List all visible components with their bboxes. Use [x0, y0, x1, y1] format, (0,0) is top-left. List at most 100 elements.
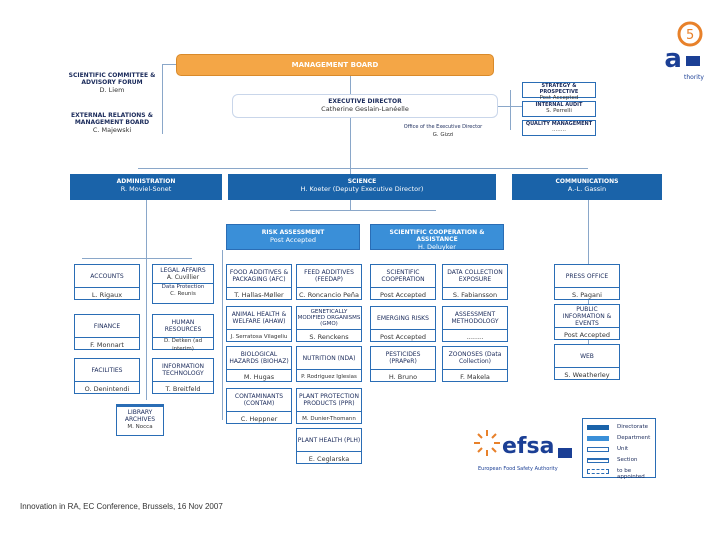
public-information-title: PUBLIC INFORMATION & EVENTS	[562, 305, 612, 327]
executive-director-name: Catherine Geslain-Lanéelle	[321, 105, 409, 113]
gmo-name: S. Renckens	[309, 332, 349, 341]
information-technology-name: T. Breitfeld	[165, 384, 201, 393]
contam-title: CONTAMINANTS (CONTAM)	[234, 393, 284, 407]
administration-name: R. Moviel-Sonet	[120, 185, 172, 193]
unit-afc: FOOD ADDITIVES & PACKAGING (AFC) T. Hall…	[226, 264, 292, 300]
library-title: LIBRARY ARCHIVES	[124, 409, 156, 423]
directorate-administration: ADMINISTRATION R. Moviel-Sonet	[70, 174, 222, 200]
unit-ppr: PLANT PROTECTION PRODUCTS (PPR) M. Dunie…	[296, 388, 362, 424]
admin-connector	[146, 200, 147, 400]
legend: Directorate Department Unit Section to b…	[582, 418, 656, 480]
legend-label-unit: Unit	[617, 446, 629, 452]
footer-text: Innovation in RA, EC Conference, Brussel…	[20, 502, 223, 511]
efsa-logo-block: efsa European Food Safety Authority	[470, 426, 576, 476]
afc-name: T. Hallas-Møller	[234, 290, 284, 299]
unit-feedap: FEED ADDITIVES (FEEDAP) C. Roncancio Peñ…	[296, 264, 362, 300]
advisory-vertical-connector	[162, 64, 163, 134]
library-name: M. Nocca	[127, 424, 153, 430]
department-risk-assessment: RISK ASSESSMENT Post Accepted	[226, 224, 360, 250]
legend-swatch-directorate	[587, 425, 609, 430]
office-ed-title: Office of the Executive Director	[403, 124, 483, 130]
ahaw-title: ANIMAL HEALTH & WELFARE (AHAW)	[231, 311, 287, 325]
legend-swatch-section	[587, 458, 609, 463]
unit-human-resources: HUMAN RESOURCES D. Detken (ad interim)	[152, 314, 214, 352]
biohaz-title: BIOLOGICAL HAZARDS (BIOHAZ)	[229, 351, 289, 365]
unit-emerging-risks: EMERGING RISKS Post Accepted	[370, 306, 436, 342]
unit-nda: NUTRITION (NDA) P. Rodriguez Iglesias	[296, 346, 362, 382]
zoonoses-name: F. Makela	[460, 372, 490, 381]
strategy-title: STRATEGY & PROSPECTIVE	[539, 83, 579, 95]
data-protection-name: C. Reunis	[170, 291, 196, 297]
communications-title: COMMUNICATIONS	[555, 178, 619, 185]
information-technology-title: INFORMATION TECHNOLOGY	[161, 363, 205, 377]
quality-box: QUALITY MANAGEMENT ........	[522, 120, 596, 136]
legend-label-directorate: Directorate	[617, 424, 649, 430]
unit-accounts: ACCOUNTS L. Rigaux	[74, 264, 140, 300]
scientific-cooperation-title: SCIENTIFIC COOPERATION & ASSISTANCE	[389, 229, 485, 243]
facilities-name: O. Denintendi	[84, 384, 130, 393]
executive-director-title: EXECUTIVE DIRECTOR	[328, 98, 402, 105]
legal-affairs-name: A. Cuvillier	[166, 274, 200, 281]
strategy-box: STRATEGY & PROSPECTIVE Post Accepted	[522, 82, 596, 101]
science-down-line	[350, 200, 351, 210]
director-trunk-line	[350, 118, 351, 174]
unit-facilities: FACILITIES O. Denintendi	[74, 358, 140, 394]
side-units-vertical	[510, 90, 511, 130]
efsa-block-tagline: European Food Safety Authority	[478, 466, 558, 472]
biohaz-name: M. Hugas	[243, 372, 275, 381]
emerging-risks-name: Post Accepted	[380, 332, 426, 341]
unit-legal-affairs: LEGAL AFFAIRS A. Cuvillier Data Protecti…	[152, 264, 214, 304]
side-units: STRATEGY & PROSPECTIVE Post Accepted INT…	[522, 82, 596, 140]
feedap-name: C. Roncancio Peña	[299, 290, 359, 299]
internal-audit-box: INTERNAL AUDIT S. Perrelli	[522, 101, 596, 117]
management-board-box: MANAGEMENT BOARD	[176, 54, 494, 76]
plh-name: E. Ceglarska	[308, 454, 350, 463]
board-to-director-line	[350, 76, 351, 94]
quality-name: ........	[552, 127, 566, 133]
scientific-cooperation-unit-title: SCIENTIFIC COOPERATION	[381, 269, 425, 283]
department-scientific-cooperation: SCIENTIFIC COOPERATION & ASSISTANCE H. D…	[370, 224, 504, 251]
communications-name: A.-L. Gassin	[567, 185, 607, 193]
ahaw-name: J. Serratosa Vilageliu	[230, 333, 288, 340]
unit-scientific-cooperation: SCIENTIFIC COOPERATION Post Accepted	[370, 264, 436, 300]
efsa-block-logo-text: efsa	[502, 434, 555, 459]
unit-web: WEB S. Weatherley	[554, 344, 620, 380]
unit-pesticides: PESTICIDES (PRAPeR) H. Bruno	[370, 346, 436, 382]
unit-gmo: GENETICALLY MODIFIED ORGANISMS (GMO) S. …	[296, 306, 362, 342]
zoonoses-title: ZOONOSES (Data Collection)	[448, 351, 502, 365]
legend-swatch-department	[587, 436, 609, 441]
legend-label-to-be-appointed: to be appointed	[617, 468, 645, 480]
unit-contam: CONTAMINANTS (CONTAM) C. Heppner	[226, 388, 292, 424]
contam-name: C. Heppner	[240, 414, 278, 423]
pesticides-title: PESTICIDES (PRAPeR)	[385, 351, 421, 365]
unit-biohaz: BIOLOGICAL HAZARDS (BIOHAZ) M. Hugas	[226, 346, 292, 382]
eu-flag-icon	[558, 448, 572, 458]
emerging-risks-title: EMERGING RISKS	[377, 314, 429, 322]
science-title: SCIENCE	[347, 178, 377, 185]
section-library: LIBRARY ARCHIVES M. Nocca	[116, 404, 164, 436]
legend-label-section: Section	[617, 457, 638, 463]
legal-affairs-title: LEGAL AFFAIRS	[160, 267, 206, 274]
legend-swatch-unit	[587, 447, 609, 452]
advisory-forum-name: D. Liem	[99, 86, 125, 94]
directorate-horizontal-line	[138, 168, 588, 169]
human-resources-name: D. Detken (ad interim)	[163, 337, 203, 352]
accounts-title: ACCOUNTS	[90, 272, 124, 280]
human-resources-title: HUMAN RESOURCES	[164, 319, 202, 333]
unit-finance: FINANCE F. Monnart	[74, 314, 140, 350]
nda-name: P. Rodriguez Iglesias	[301, 373, 357, 380]
external-relations-title: EXTERNAL RELATIONS & MANAGEMENT BOARD	[71, 112, 153, 126]
quality-title: QUALITY MANAGEMENT	[525, 121, 593, 127]
science-sub-line	[290, 210, 436, 211]
risk-column-connector	[222, 250, 223, 420]
scientific-cooperation-name: H. Deluyker	[418, 243, 456, 251]
external-relations-name: C. Majewski	[92, 126, 132, 134]
feedap-title: FEED ADDITIVES (FEEDAP)	[304, 269, 354, 283]
public-information-name: Post Accepted	[564, 330, 610, 339]
efsa-anniversary-icon: 5	[677, 21, 703, 66]
data-protection-title: Data Protection	[153, 283, 213, 291]
directorate-communications: COMMUNICATIONS A.-L. Gassin	[512, 174, 662, 200]
executive-director-box: EXECUTIVE DIRECTOR Catherine Geslain-Lan…	[232, 94, 498, 118]
management-board-label: MANAGEMENT BOARD	[291, 60, 379, 69]
risk-assessment-title: RISK ASSESSMENT	[261, 229, 325, 236]
